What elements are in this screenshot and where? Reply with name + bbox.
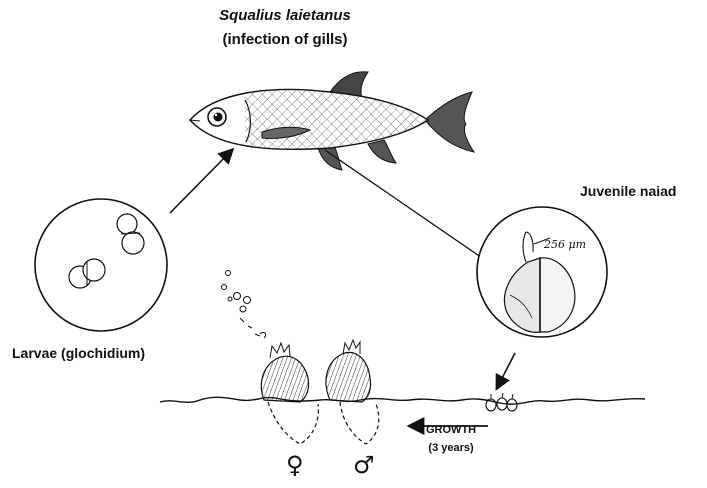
juvenile-circle xyxy=(477,207,607,337)
juvenile-naiad-label: Juvenile naiad xyxy=(580,183,676,199)
arrow-juvenile-to-ground xyxy=(497,353,515,388)
female-symbol: ♀ xyxy=(286,451,304,479)
growth-duration: (3 years) xyxy=(426,439,476,457)
released-larvae xyxy=(222,271,266,339)
line-fish-to-juvenile xyxy=(325,150,488,262)
fish-anal-fin xyxy=(368,140,396,163)
growth-label: GROWTH (3 years) xyxy=(426,421,476,457)
fish-title: Squalius laietanus (infection of gills) xyxy=(200,6,370,50)
adult-mussel-female xyxy=(261,343,318,444)
fish-species-name: Squalius laietanus xyxy=(200,6,370,26)
arrow-larvae-to-fish xyxy=(170,150,232,213)
fish-pelvic-fin xyxy=(318,146,342,170)
fish-scales xyxy=(245,85,435,155)
fish-tail xyxy=(425,92,474,152)
growth-title: GROWTH xyxy=(426,421,476,439)
fish-infection-note: (infection of gills) xyxy=(200,30,370,50)
adult-mussel-male xyxy=(326,340,379,444)
river-bed-line xyxy=(160,397,645,404)
male-symbol: ♂ xyxy=(353,451,375,479)
scale-label: 256 μm xyxy=(544,238,586,251)
small-juveniles xyxy=(486,393,517,411)
larvae-label: Larvae (glochidium) xyxy=(12,345,145,361)
larvae-circle xyxy=(35,199,167,331)
